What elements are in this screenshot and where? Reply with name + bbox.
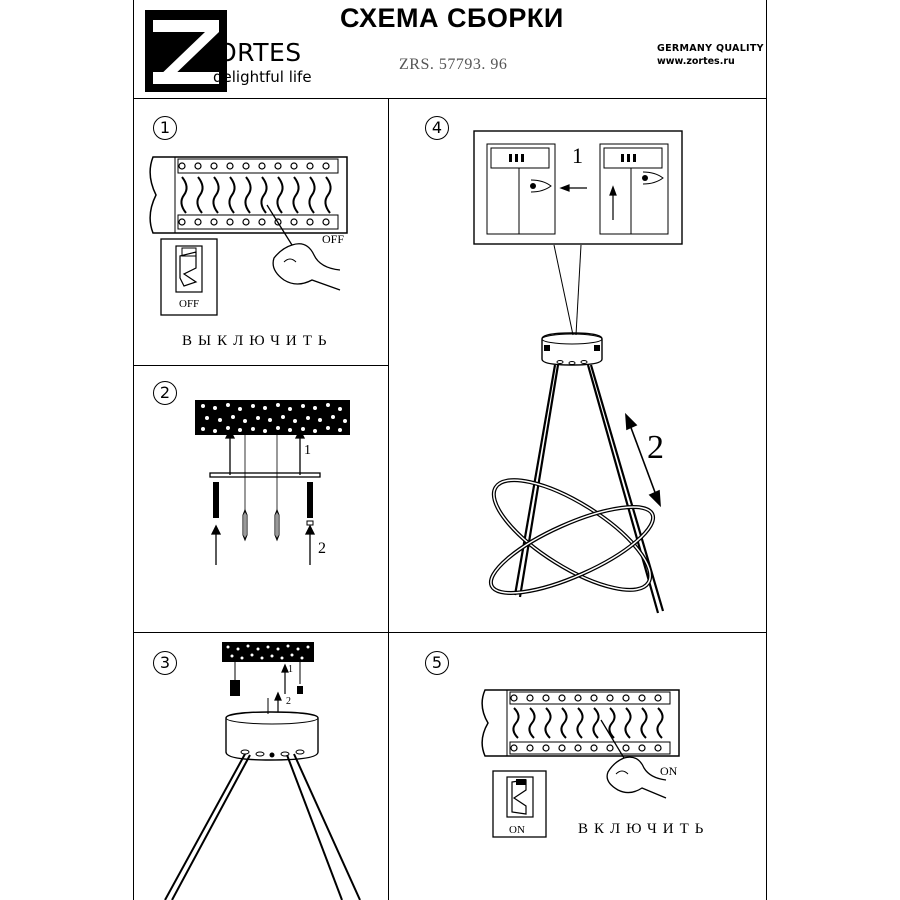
breaker-state-label: OFF [322, 232, 345, 246]
canopy-wiring-diagram [164, 662, 361, 900]
switch-state-label: OFF [179, 298, 200, 310]
cable-adjust-detail [473, 130, 683, 245]
hand-icon [600, 719, 667, 799]
step4-arrow-label-2: 2 [647, 429, 664, 466]
grid-divider-row1 [133, 365, 389, 366]
light-switch-on [492, 770, 547, 838]
model-code: ZRS. 57793. 96 [399, 56, 508, 73]
brand-name: ORTES [217, 38, 302, 67]
grid-divider-row2 [133, 632, 767, 633]
ceiling-plate [195, 400, 350, 435]
step1-caption: ВЫКЛЮЧИТЬ [182, 333, 333, 349]
step2-arrow-label-2: 2 [318, 540, 326, 557]
ceiling-plate-small [222, 642, 314, 662]
header: ORTES delightful life СХЕМА СБОРКИ ZRS. … [133, 0, 767, 99]
step3-arrow-label-1: 1 [288, 664, 293, 675]
step2-arrow-label-1: 1 [304, 443, 311, 458]
step-number-4: 4 [425, 116, 449, 140]
switch-state-label: ON [509, 824, 525, 836]
step5-caption: ВКЛЮЧИТЬ [578, 821, 710, 837]
website-label: www.zortes.ru [657, 56, 735, 67]
step4-arrow-label-1: 1 [572, 143, 583, 168]
step-number-1: 1 [153, 116, 177, 140]
breaker-panel-off [149, 156, 348, 234]
light-switch-off [160, 238, 218, 316]
instruction-sheet [133, 0, 767, 900]
step-number-3: 3 [153, 651, 177, 675]
grid-divider-vertical [388, 99, 389, 900]
brand-tagline: delightful life [213, 68, 312, 86]
hand-icon [266, 204, 341, 291]
zortes-logo [145, 10, 227, 92]
step3-arrow-label-2: 2 [286, 696, 291, 707]
chandelier-rings [488, 244, 665, 614]
quality-label: GERMANY QUALITY [657, 43, 764, 54]
mounting-diagram [209, 428, 321, 565]
page-title: СХЕМА СБОРКИ [340, 3, 564, 33]
breaker-state-label: ON [660, 764, 678, 778]
step-number-5: 5 [425, 651, 449, 675]
step-number-2: 2 [153, 381, 177, 405]
breaker-panel-on [481, 689, 680, 757]
